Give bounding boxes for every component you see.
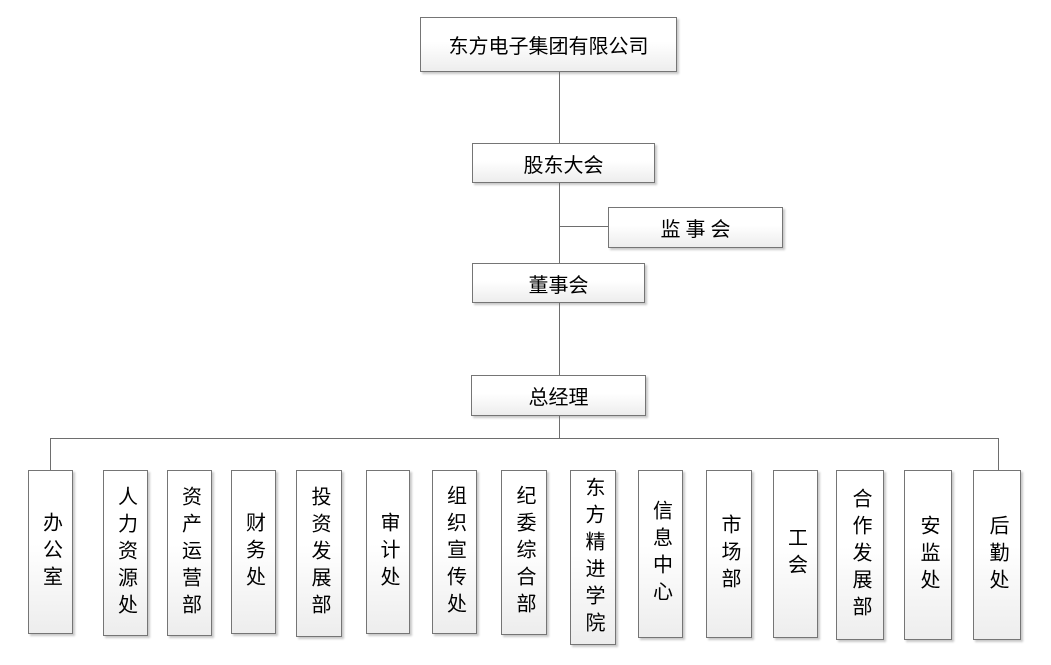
department-box: 市场部 (706, 470, 752, 638)
department-box: 审计处 (366, 470, 410, 634)
department-label: 纪委综合部 (513, 485, 535, 620)
department-box: 后勤处 (973, 470, 1021, 640)
company-label: 东方电子集团有限公司 (448, 36, 649, 58)
connector-board-gm (559, 303, 560, 375)
department-label: 组织宣传处 (443, 484, 466, 620)
department-box: 组织宣传处 (432, 470, 477, 634)
department-label: 合作发展部 (849, 487, 871, 623)
supervisory-board-box: 监事会 (608, 207, 783, 248)
board-of-directors-box: 董事会 (472, 263, 645, 303)
department-label: 市场部 (718, 513, 740, 595)
connector-company-shareholders (559, 72, 560, 143)
department-label: 东方精进学院 (582, 476, 604, 639)
department-box: 人力资源处 (103, 470, 148, 636)
department-box: 安监处 (904, 470, 952, 640)
department-label: 办公室 (39, 511, 62, 593)
department-box: 办公室 (28, 470, 73, 634)
connector-gm-bus (559, 416, 560, 439)
general-manager-box: 总经理 (471, 375, 646, 416)
shareholders-meeting-label: 股东大会 (523, 154, 604, 177)
department-box: 纪委综合部 (501, 470, 547, 635)
connector-drop-right (998, 438, 999, 470)
department-box: 财务处 (231, 470, 276, 634)
shareholders-meeting-box: 股东大会 (472, 143, 655, 183)
department-label: 人力资源处 (114, 485, 137, 621)
connector-drop-left (50, 438, 51, 470)
department-label: 后勤处 (986, 514, 1008, 596)
connector-shareholders-board (559, 183, 560, 263)
department-box: 工会 (773, 470, 818, 638)
department-box: 合作发展部 (836, 470, 884, 640)
department-label: 工会 (784, 527, 807, 581)
department-label: 安监处 (917, 514, 939, 596)
department-label: 审计处 (377, 511, 399, 593)
general-manager-label: 总经理 (528, 387, 589, 409)
department-label: 信息中心 (649, 500, 672, 608)
department-label: 投资发展部 (308, 486, 330, 621)
company-box: 东方电子集团有限公司 (420, 17, 677, 72)
department-box: 东方精进学院 (570, 470, 616, 645)
supervisory-board-label: 监事会 (660, 219, 736, 241)
connector-branch-supervisory (559, 226, 608, 227)
department-label: 资产运营部 (178, 485, 201, 621)
connector-department-bus (50, 438, 999, 439)
department-label: 财务处 (242, 511, 265, 593)
board-of-directors-label: 董事会 (528, 274, 589, 297)
department-box: 资产运营部 (167, 470, 212, 636)
department-box: 信息中心 (638, 470, 683, 638)
department-box: 投资发展部 (296, 470, 342, 637)
